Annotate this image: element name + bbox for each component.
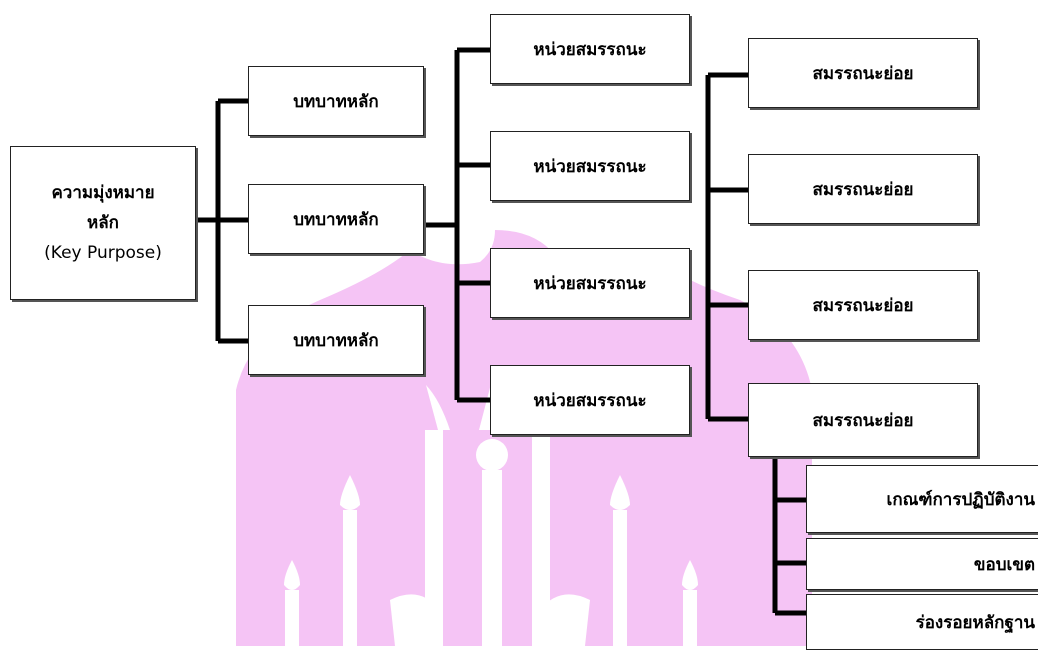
key-role-box-3: บทบาทหลัก [248,305,424,375]
evidence-requirement-box: ร่องรอยหลักฐาน [806,594,1038,650]
unit-of-competence-box-2: หน่วยสมรรถนะ [490,131,690,201]
key-purpose-line-2: หลัก [87,208,119,238]
key-purpose-line-1: ความมุ่งหมาย [51,178,154,208]
unit-of-competence-box-1: หน่วยสมรรถนะ [490,14,690,84]
element-of-competence-box-3: สมรรถนะย่อย [748,270,978,340]
key-role-box-2: บทบาทหลัก [248,184,424,254]
element-of-competence-box-1: สมรรถนะย่อย [748,38,978,108]
key-purpose-box: ความมุ่งหมาย หลัก (Key Purpose) [10,146,196,300]
element-of-competence-box-4: สมรรถนะย่อย [748,383,978,457]
key-role-box-1: บทบาทหลัก [248,66,424,136]
key-purpose-line-3: (Key Purpose) [44,238,162,268]
range-statement-box: ขอบเขต [806,538,1038,590]
unit-of-competence-box-4: หน่วยสมรรถนะ [490,365,690,435]
performance-criteria-box: เกณฑ์การปฏิบัติงาน [806,465,1038,533]
element-of-competence-box-2: สมรรถนะย่อย [748,154,978,224]
unit-of-competence-box-3: หน่วยสมรรถนะ [490,248,690,318]
